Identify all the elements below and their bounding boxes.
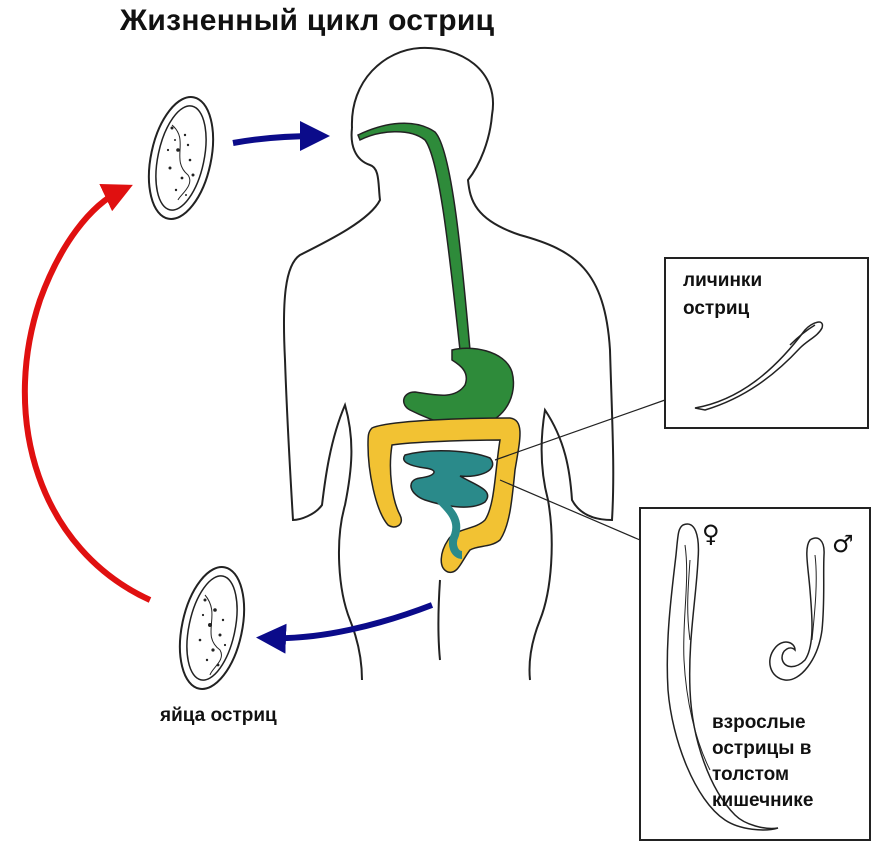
male-symbol-icon: ♂ xyxy=(832,530,854,558)
egg-bottom-icon xyxy=(170,561,254,695)
small-intestine xyxy=(404,451,493,507)
adults-leader-line xyxy=(500,480,640,540)
adults-label-line-3: толстом xyxy=(712,764,789,786)
egg-top-icon xyxy=(139,91,223,225)
adults-label-line-2: острицы в xyxy=(712,738,811,760)
larvae-label-line-2: остриц xyxy=(683,298,749,320)
adults-label-line-1: взрослые xyxy=(712,712,806,734)
digestive-tract xyxy=(358,123,520,572)
arrow-red-cycle xyxy=(25,190,150,600)
stomach xyxy=(404,348,514,426)
eggs-label: яйца остриц xyxy=(160,705,277,727)
adults-label-line-4: кишечнике xyxy=(712,790,813,812)
female-symbol-icon: ♀ xyxy=(702,520,720,548)
larvae-label-line-1: личинки xyxy=(683,270,762,292)
arrow-egg-to-mouth xyxy=(233,136,318,143)
human-body-outline xyxy=(284,48,613,680)
esophagus xyxy=(358,123,470,350)
diagram-title: Жизненный цикл остриц xyxy=(120,4,494,38)
